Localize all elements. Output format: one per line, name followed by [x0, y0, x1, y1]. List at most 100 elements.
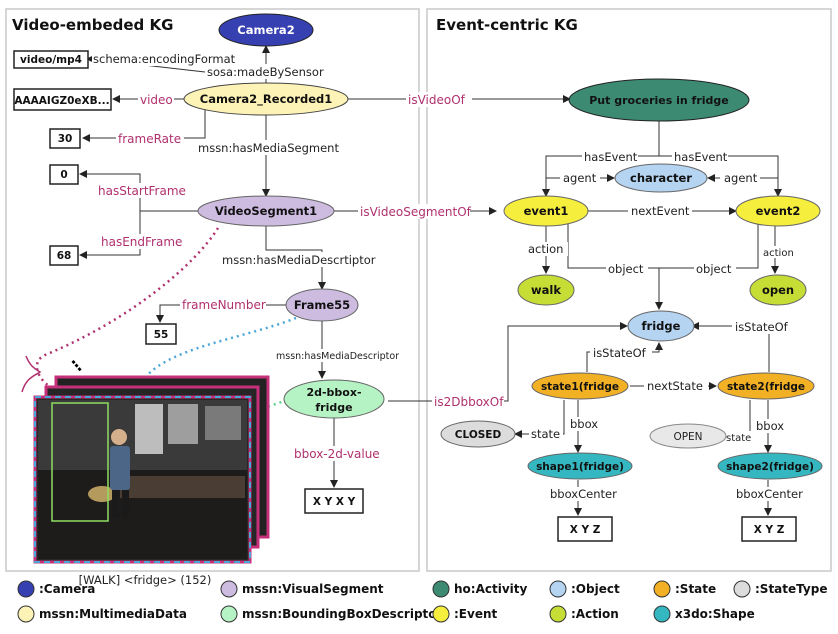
box-bbox-value [304, 488, 364, 514]
node-fridge [627, 310, 695, 342]
node-2d-bbox-fridge-label: 2d-bbox-fridge [306, 386, 362, 414]
label-action-1: action [528, 242, 563, 256]
node-video-segment1-label: VideoSegment1 [215, 204, 317, 218]
label-bbox-center-1: bboxCenter [550, 487, 617, 501]
node-walk-label: walk [531, 283, 561, 297]
label-is-state-of-1: isStateOf [593, 346, 647, 360]
label-bbox-2d-value: bbox-2d-value [294, 447, 380, 461]
legend-swatch [653, 605, 671, 623]
legend-swatch [220, 605, 238, 623]
label-has-media-segment: mssn:hasMediaSegment [198, 141, 339, 155]
left-nodes: Camera2 Camera2_Recorded1 VideoSegment1 … [183, 13, 385, 419]
legend-swatch [17, 580, 35, 598]
legend-swatch [220, 580, 238, 598]
box-video-base64-label: AAAAIGZ0eXB... [14, 95, 109, 107]
label-has-event-2: hasEvent [674, 150, 728, 164]
node-2d-bbox-fridge [283, 379, 385, 419]
box-video-mp4 [13, 50, 89, 69]
label-agent-2: agent [724, 171, 758, 185]
label-has-end-frame: hasEndFrame [101, 235, 182, 249]
label-object-2: object [696, 262, 732, 276]
brace-icon [21, 355, 42, 393]
label-state-2: state [726, 433, 751, 444]
node-put-groceries [568, 78, 750, 122]
label-is-video-of: isVideoOf [408, 93, 466, 107]
label-video: video [140, 93, 173, 107]
label-has-start-frame: hasStartFrame [98, 184, 186, 198]
label-next-state: nextState [647, 379, 703, 393]
node-shape2 [717, 452, 823, 480]
box-bbox-value-label: X Y X Y [313, 496, 356, 508]
node-open-label: open [762, 283, 794, 297]
node-frame55-label: Frame55 [294, 298, 350, 312]
legend-label: :State [675, 582, 716, 596]
node-character [614, 163, 708, 193]
legend-swatch [653, 580, 671, 598]
label-next-event: nextEvent [631, 204, 690, 218]
label-is-2d-bbox-of: is2DbboxOf [434, 395, 504, 409]
label-bbox-center-2: bboxCenter [736, 487, 803, 501]
legend-swatch [733, 580, 751, 598]
box-frame-rate [49, 128, 81, 149]
legend-label: x3do:Shape [675, 607, 755, 621]
label-frame-rate: frameRate [118, 132, 181, 146]
legend-label: :Action [571, 607, 619, 621]
node-open-state-label: OPEN [673, 431, 702, 443]
label-bbox-2: bbox [756, 419, 784, 433]
left-panel [5, 8, 420, 572]
box-start-frame [49, 164, 79, 185]
legend-swatch [432, 605, 450, 623]
node-state2-label: state2(fridge [727, 381, 805, 393]
legend-label: :Event [454, 607, 498, 621]
node-frame55 [285, 288, 359, 322]
box-frame-rate-label: 30 [58, 133, 73, 145]
node-event1-label: event1 [524, 204, 569, 218]
image-caption: [WALK] <fridge> (152) [79, 573, 212, 587]
legend-swatch [549, 580, 567, 598]
legend-label: mssn:MultimediaData [39, 607, 187, 621]
node-camera2-recorded1 [183, 82, 349, 116]
legend-label: ho:Activity [454, 582, 528, 596]
node-camera2-label: Camera2 [237, 23, 294, 37]
label-is-state-of-2: isStateOf [735, 320, 789, 334]
node-camera2 [218, 13, 314, 47]
node-shape1-label: shape1(fridge) [536, 461, 624, 473]
node-state1 [531, 372, 629, 400]
node-walk [517, 274, 575, 306]
node-shape1 [527, 452, 633, 480]
box-end-frame [49, 245, 79, 266]
legend-swatch [17, 605, 35, 623]
legend-swatch [432, 580, 450, 598]
legend-swatch [549, 605, 567, 623]
label-frame-number: frameNumber [182, 298, 266, 312]
node-open [749, 274, 807, 306]
right-panel-title: Event-centric KG [436, 16, 578, 34]
label-object-1: object [608, 262, 644, 276]
node-event2-label: event2 [756, 204, 801, 218]
fridge-bbox [51, 402, 109, 522]
right-nodes: Put groceries in fridge character event1… [440, 78, 823, 480]
node-event1 [503, 195, 589, 227]
box-start-frame-label: 0 [60, 169, 67, 181]
box-frame-number-label: 55 [154, 329, 169, 341]
legend-label: mssn:VisualSegment [242, 582, 384, 596]
node-camera2-recorded1-label: Camera2_Recorded1 [200, 92, 332, 107]
legend-label: :StateType [755, 582, 827, 596]
node-closed-label: CLOSED [455, 429, 502, 441]
label-has-media-descriptor: mssn:hasMediaDescriptor [276, 351, 399, 362]
box-video-base64 [13, 88, 112, 111]
node-put-groceries-label: Put groceries in fridge [589, 94, 728, 107]
box-video-mp4-label: video/mp4 [20, 54, 82, 66]
left-panel-title: Video-embeded KG [12, 16, 173, 34]
left-boxes: video/mp4 AAAAIGZ0eXB... 30 0 68 55 X Y … [13, 50, 364, 514]
node-shape2-label: shape2(fridge) [726, 461, 814, 473]
legend-label: :Object [571, 582, 620, 596]
node-fridge-label: fridge [642, 319, 681, 333]
node-state2 [717, 372, 815, 400]
ellipsis-icon: ⋮ [64, 353, 88, 378]
label-has-event-1: hasEvent [584, 150, 638, 164]
label-bbox-1: bbox [570, 417, 598, 431]
legend-label: :Camera [39, 582, 95, 596]
legend: :Camera mssn:VisualSegment ho:Activity :Obj… [17, 580, 827, 623]
